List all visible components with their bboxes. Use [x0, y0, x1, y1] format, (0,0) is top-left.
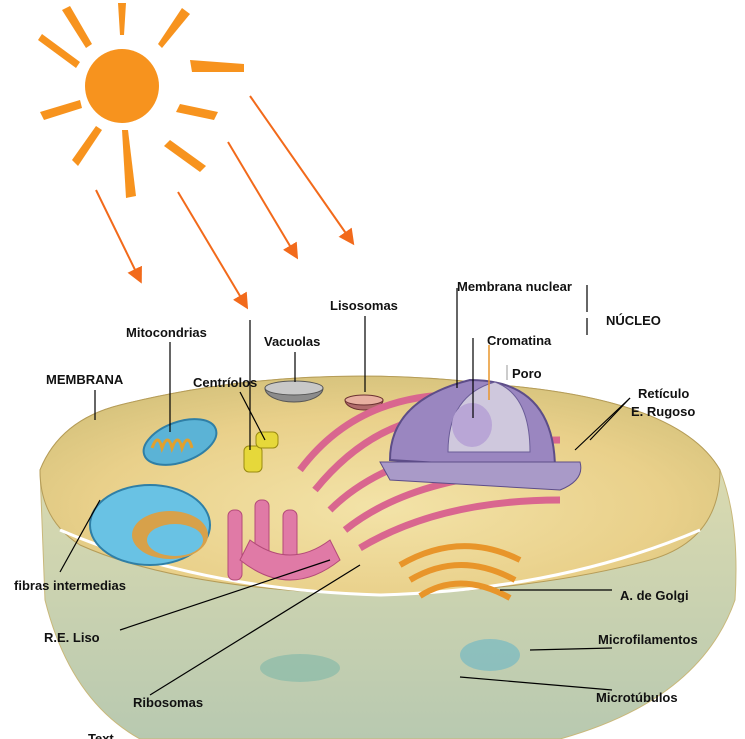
label-cut-text: Text	[88, 731, 114, 739]
label-reticulo-1: Retículo	[638, 386, 690, 401]
label-mitocondrias: Mitocondrias	[126, 325, 207, 340]
label-ribosomas: Ribosomas	[133, 695, 204, 710]
label-reticulo-2: E. Rugoso	[631, 404, 696, 419]
label-membrana: MEMBRANA	[46, 372, 124, 387]
label-poro: Poro	[512, 366, 542, 381]
label-microfilamentos: Microfilamentos	[598, 632, 698, 647]
label-membrana-nuclear: Membrana nuclear	[457, 279, 572, 294]
smooth-er	[227, 499, 341, 581]
label-vacuolas: Vacuolas	[264, 334, 321, 349]
label-centriolos: Centríolos	[193, 375, 258, 390]
leader-lines	[59, 285, 631, 696]
label-nucleo: NÚCLEO	[606, 313, 661, 328]
centrioles	[243, 431, 279, 473]
label-fibras: fibras intermedias	[14, 578, 126, 593]
golgi	[398, 543, 522, 601]
mitochondria	[89, 418, 218, 566]
sun-icon	[38, 3, 244, 198]
label-re-liso: R.E. Liso	[44, 630, 100, 645]
label-cromatina: Cromatina	[487, 333, 552, 348]
light-arrows	[95, 95, 355, 310]
nucleus	[379, 378, 582, 491]
label-microtubulos: Microtúbulos	[596, 690, 678, 705]
label-golgi: A. de Golgi	[620, 588, 689, 603]
label-lisosomas: Lisosomas	[330, 298, 398, 313]
